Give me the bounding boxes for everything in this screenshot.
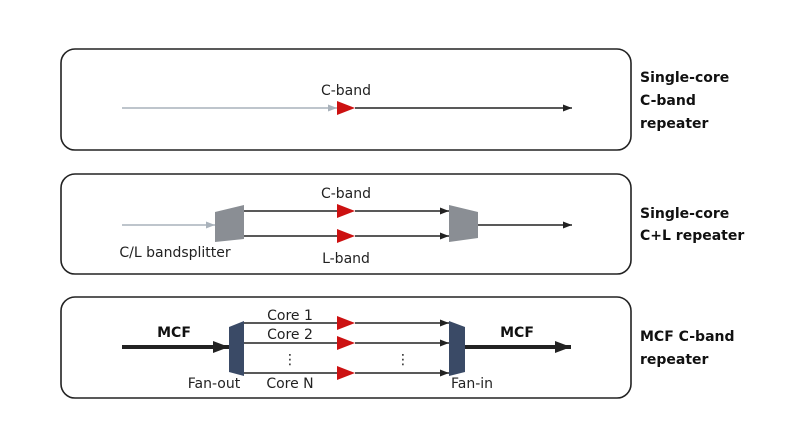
fan-out-label: Fan-out — [188, 376, 241, 392]
panel-single-core-cl: C-band L-band C/L bandsplitter Single-co… — [60, 173, 744, 275]
coreN-label: Core N — [266, 376, 313, 392]
panel-frame — [60, 296, 632, 399]
panel-caption: Single-core C-band repeater — [640, 70, 734, 132]
core2-label: Core 2 — [267, 327, 313, 343]
combiner-shape — [449, 205, 478, 242]
core1-amplifier-triangle — [337, 316, 355, 330]
panel-frame — [60, 48, 632, 151]
core1-label: Core 1 — [267, 308, 313, 324]
band-label: C-band — [321, 83, 371, 99]
l-amplifier-triangle — [337, 229, 355, 243]
bandsplitter-label: C/L bandsplitter — [119, 245, 231, 261]
cores-ellipsis-left: ⋮ — [283, 352, 297, 368]
c-amplifier-triangle — [337, 204, 355, 218]
panel-single-core-c-band: C-band Single-core C-band repeater — [60, 48, 734, 151]
mcf-out-label: MCF — [500, 325, 534, 341]
panel-caption: Single-core C+L repeater — [640, 206, 744, 244]
c-band-label: C-band — [321, 186, 371, 202]
fan-in-shape — [449, 321, 465, 376]
panel-frame — [60, 173, 632, 275]
fan-out-shape — [229, 321, 244, 376]
cores-ellipsis-right: ⋮ — [396, 352, 410, 368]
bandsplitter-shape — [215, 205, 244, 242]
coreN-amplifier-triangle — [337, 366, 355, 380]
core2-amplifier-triangle — [337, 336, 355, 350]
panel-mcf-c-band: MCF MCF Core 1 Core 2 Core N ⋮ ⋮ Fan-out… — [60, 296, 739, 399]
amplifier-triangle — [337, 101, 355, 115]
fan-in-label: Fan-in — [451, 376, 493, 392]
l-band-label: L-band — [322, 251, 370, 267]
panel-caption: MCF C-band repeater — [640, 329, 739, 368]
mcf-in-label: MCF — [157, 325, 191, 341]
